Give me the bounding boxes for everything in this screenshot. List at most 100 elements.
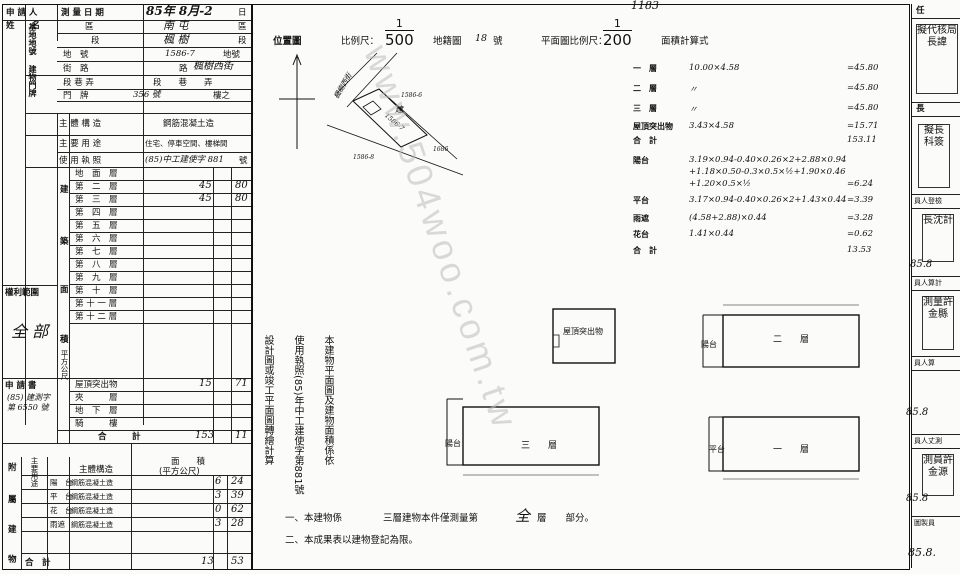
- rights-scope-label: 權利範圍: [5, 288, 40, 298]
- building-survey-table: 申 請 人 姓 名 測 量 日 期 85年 8月-2 日 基地地號 區 南 屯 …: [2, 4, 252, 570]
- calc-row-result: =15.71: [847, 121, 879, 131]
- attached-head-unit: (平方公尺): [159, 467, 200, 477]
- section-label: 段: [91, 36, 100, 46]
- attached-row-structure: 鋼筋混凝土造: [71, 479, 113, 487]
- calc-row-result: =45.80: [847, 103, 879, 113]
- attached-row-structure: 鋼筋混凝土造: [71, 507, 113, 515]
- floor2-balcony-label: 陽台: [701, 340, 717, 349]
- calc-row-label: 合 計: [633, 246, 657, 255]
- right-head-5: 員人算: [914, 359, 935, 367]
- attached-head-usage: 主要用途: [30, 457, 39, 487]
- footnote-1-floors: 三層建物本件僅測量第: [383, 513, 479, 524]
- attached-head-area: 面 積: [171, 457, 206, 467]
- structure-value: 鋼筋混凝土造: [163, 119, 215, 129]
- extra-row-int: 15: [199, 378, 212, 389]
- day-unit: 日: [238, 8, 247, 18]
- scale-num: 1: [385, 17, 414, 31]
- lot-no-label: 地 號: [63, 50, 89, 60]
- calc-row-result: 153.11: [847, 135, 877, 145]
- floor-row-label: 第 十 二 層: [75, 312, 118, 322]
- footnote-1-prefix: 一、本建物係: [285, 513, 343, 524]
- floor-row-label: 第 四 層: [75, 208, 118, 218]
- area-calc-label: 面積計算式: [661, 36, 709, 47]
- note-license: 使用執照(85)年中工建使字第881號: [292, 335, 303, 495]
- building-group-label: 建物門牌: [28, 65, 37, 97]
- floor-row-label: 地 面 層: [75, 169, 118, 179]
- license-label: 使 用 執 照: [59, 156, 102, 166]
- attached-group-1: 附: [8, 463, 17, 473]
- approval-stamp-3: 長沈計: [922, 214, 954, 262]
- attached-row-dec: 28: [231, 518, 244, 529]
- right-head-4: 員人算計: [914, 279, 942, 287]
- approval-strip: 任 長 員人登檢 員人算計 員人算 員人丈測 圖製員 擬代核局長諱 擬長 科簽 …: [906, 4, 960, 568]
- calc-row-label: 合 計: [633, 136, 657, 145]
- footnote-1-value: 全: [515, 507, 531, 525]
- usage-label: 主 要 用 途: [59, 139, 102, 149]
- calc-row-label: 花台: [633, 230, 649, 239]
- lot-no-value: 1586-7: [165, 49, 195, 59]
- floor-row-dec: 80: [235, 193, 248, 204]
- applicant-doc-value: (85) 建測字第 6550 號: [7, 393, 50, 412]
- scale-label: 比例尺：: [341, 36, 380, 47]
- roof-plan-label: 屋頂突出物: [563, 327, 603, 336]
- calc-row-result: =45.80: [847, 83, 879, 93]
- floor1-plan-label: 一 層: [773, 445, 810, 455]
- floor-unit-label: 平方公尺: [60, 350, 69, 380]
- extra-row-label: 地 下 層: [75, 406, 118, 416]
- alley-unit: 段 巷 弄: [153, 78, 213, 88]
- calc-row-label: 屋頂突出物: [633, 122, 673, 131]
- license-unit: 號: [239, 156, 248, 166]
- floor-row-int: 45: [199, 193, 212, 204]
- approval-date-mark: 85.8.: [908, 546, 936, 559]
- floor3-balcony-label: 陽台: [445, 439, 461, 448]
- floor-group-4: 積: [60, 335, 69, 345]
- right-head-1: 任: [916, 6, 925, 16]
- license-value: (85)中工建使字 881: [145, 155, 224, 165]
- floor2-plan-label: 二 層: [773, 335, 810, 345]
- calc-row-formula: 3.19×0.94-0.40×0.26×2+2.88×0.94: [689, 155, 847, 165]
- calc-row-formula: 〃: [689, 105, 698, 115]
- lot-group-label: 基地地號: [28, 23, 37, 55]
- attached-row-usage: 陽 台: [50, 478, 73, 487]
- floor-row-label: 第 十 一 層: [75, 299, 118, 309]
- floor-row-label: 第 八 層: [75, 260, 118, 270]
- scale-den: 500: [385, 31, 414, 49]
- calc-row-label: 二 層: [633, 84, 657, 93]
- approval-date-3: 85.8: [906, 493, 929, 504]
- district-label: 區: [85, 22, 94, 32]
- calc-row-formula: 3.43×4.58: [689, 121, 734, 131]
- district-value: 南 屯: [163, 19, 189, 32]
- calc-row-result: =3.28: [847, 213, 874, 223]
- drawing-area: 位置圖 比例尺： 1 500 地籍圖 18 號 平面圖比例尺： 1 200 面積…: [252, 0, 910, 570]
- name-label: 姓 名: [6, 21, 41, 31]
- attached-row-int: 3: [215, 490, 222, 501]
- floor-group-1: 建: [60, 185, 69, 195]
- floor-total-label: 合 計: [98, 432, 141, 442]
- right-head-2: 長: [916, 104, 925, 114]
- scale-fraction: 1 500: [385, 17, 414, 49]
- attached-head-structure: 主體構造: [79, 465, 114, 475]
- floor-row-label: 第 三 層: [75, 195, 118, 205]
- approval-date-2: 85.8: [906, 407, 929, 418]
- calc-row-result: =3.39: [847, 195, 874, 205]
- calc-row-label: 陽台: [633, 156, 649, 165]
- location-map-label: 位置圖: [273, 36, 302, 47]
- plan-scale-label: 平面圖比例尺：: [541, 36, 608, 47]
- footnote-1-suffix: 層 部分。: [537, 513, 595, 524]
- approval-stamp-2: 擬長 科簽: [918, 124, 950, 188]
- structure-label: 主 體 構 造: [59, 119, 102, 129]
- right-head-6: 員人丈測: [914, 437, 942, 445]
- attached-total-label: 合 計: [25, 558, 51, 568]
- attached-group-3: 建: [8, 525, 17, 535]
- right-head-7: 圖製員: [914, 519, 935, 527]
- attached-row-dec: 39: [231, 490, 244, 501]
- calc-row-formula: 〃: [689, 85, 698, 95]
- attached-total-int: 13: [201, 556, 214, 567]
- section-value: 楓 樹: [163, 33, 189, 46]
- plan-scale-num: 1: [603, 17, 632, 31]
- floor-row-label: 第 五 層: [75, 221, 118, 231]
- calc-row-formula: 10.00×4.58: [689, 63, 740, 73]
- attached-row-int: 6: [215, 476, 222, 487]
- calc-row-formula: +1.20×0.5×½: [689, 179, 752, 189]
- floor-row-label: 第 二 層: [75, 182, 118, 192]
